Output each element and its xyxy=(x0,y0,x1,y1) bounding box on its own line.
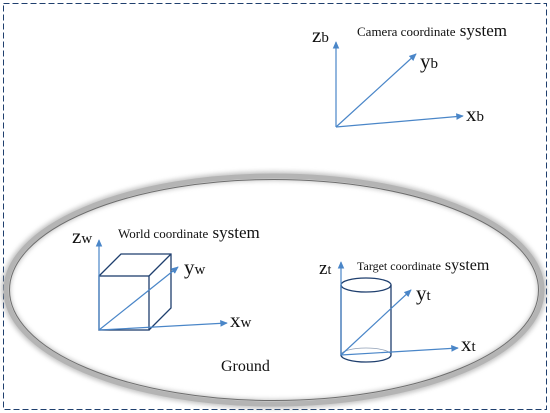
target-z-label: zt xyxy=(319,258,331,279)
camera-y-axis xyxy=(335,53,417,128)
target-y-axis xyxy=(340,289,412,356)
target-x-axis xyxy=(340,345,459,356)
world-y-axis xyxy=(98,266,179,331)
world-y-label: yw xyxy=(184,255,206,279)
camera-x-label: xb xyxy=(466,102,484,126)
camera-x-axis xyxy=(335,113,464,128)
camera-y-label: yb xyxy=(420,49,438,73)
target-title: Target coordinate system xyxy=(357,257,490,274)
ground-ellipse xyxy=(1,171,547,409)
camera-title: Camera coordinate system xyxy=(357,21,507,40)
target-cylinder xyxy=(340,277,392,363)
outer-frame xyxy=(3,3,547,410)
world-z-label: zw xyxy=(72,224,92,248)
world-title: World coordinate system xyxy=(118,223,260,242)
world-x-axis xyxy=(98,320,228,331)
ground-label: Ground xyxy=(221,358,270,375)
world-cube xyxy=(98,253,172,331)
target-y-label: yt xyxy=(416,281,432,305)
world-x-label: xw xyxy=(230,308,252,332)
camera-z-label: zb xyxy=(312,23,329,47)
world-coordinate-system: World coordinate system zw yw xw xyxy=(72,223,260,332)
camera-coordinate-system: Camera coordinate system zb yb xb xyxy=(312,21,507,128)
target-coordinate-system: Target coordinate system zt yt xt xyxy=(319,257,490,363)
target-x-label: xt xyxy=(461,332,477,356)
